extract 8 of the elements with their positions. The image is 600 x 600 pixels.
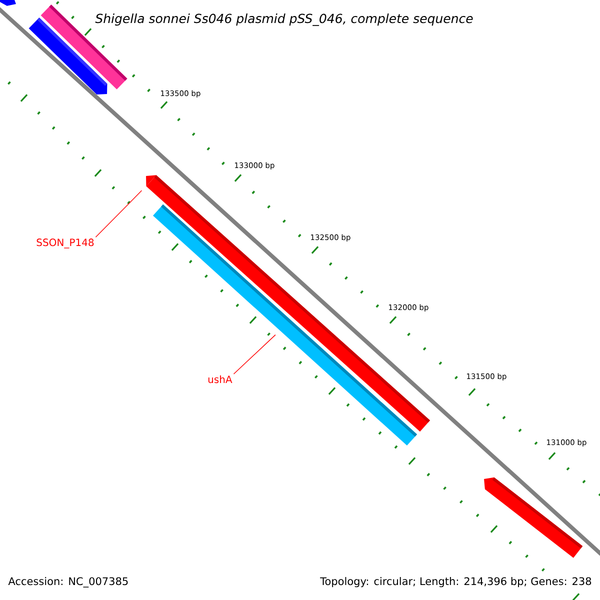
gene-label: SSON_P148 [36,238,94,248]
gene-arrow [152,204,418,446]
footer-text: Accession: NC_007385 [8,577,128,588]
leader-line [233,334,276,374]
gene-label: ushA [208,375,232,384]
leader-line [95,190,142,238]
footer-text: Topology: circular; Length: 214,396 bp; Genes: 238 [320,577,592,588]
title: Shigella sonnei Ss046 plasmid pSS_046, complete sequence [95,14,473,26]
